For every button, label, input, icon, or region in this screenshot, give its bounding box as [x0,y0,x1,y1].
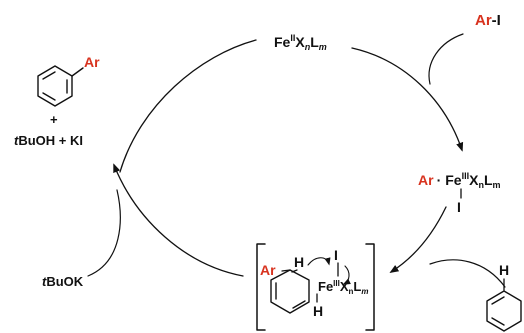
substrate-h-label: H [499,262,509,278]
intermediate-h-top: H [294,254,304,270]
product-plus-sign: + [50,112,58,127]
electron-push-arrow-1 [307,257,331,266]
catalyst-label: FeIIXnLm [274,33,327,52]
aryl-iodide-label: Ar-I [475,12,501,29]
byproducts-label: tBuOH + KI [14,133,83,148]
intermediate-aryl-label: Ar [260,262,276,278]
base-label: tBuOK [42,274,84,289]
cycle-arc-bottom-right [389,206,447,273]
base-entry-arrow [87,189,121,277]
product-aryl-label: Ar [84,54,100,70]
intermediate-iodide-label: I [334,247,338,263]
oxidative-adduct-label: Ar·FeIIIXnLm [418,171,501,190]
aryl-bond [281,269,291,272]
cycle-arc-top-right [351,47,464,152]
substrate-entry-arrow [429,259,506,288]
cycle-arc-bottom-left [113,163,244,277]
electron-push-arrow-2 [342,265,351,285]
benzene-substrate-structure [486,290,522,332]
cyclohexadienyl-ring [270,269,310,314]
intermediate-h-bottom: H [313,303,323,319]
biaryl-product-structure [37,65,84,107]
reagent-entry-arrow [428,33,464,85]
adduct-iodide-label: I [457,199,461,215]
intermediate-brackets [256,243,375,331]
cycle-arc-top-left [119,39,257,173]
ring-h-bond [291,269,298,273]
intermediate-iron-label: FeIIIXnLm [318,279,368,296]
